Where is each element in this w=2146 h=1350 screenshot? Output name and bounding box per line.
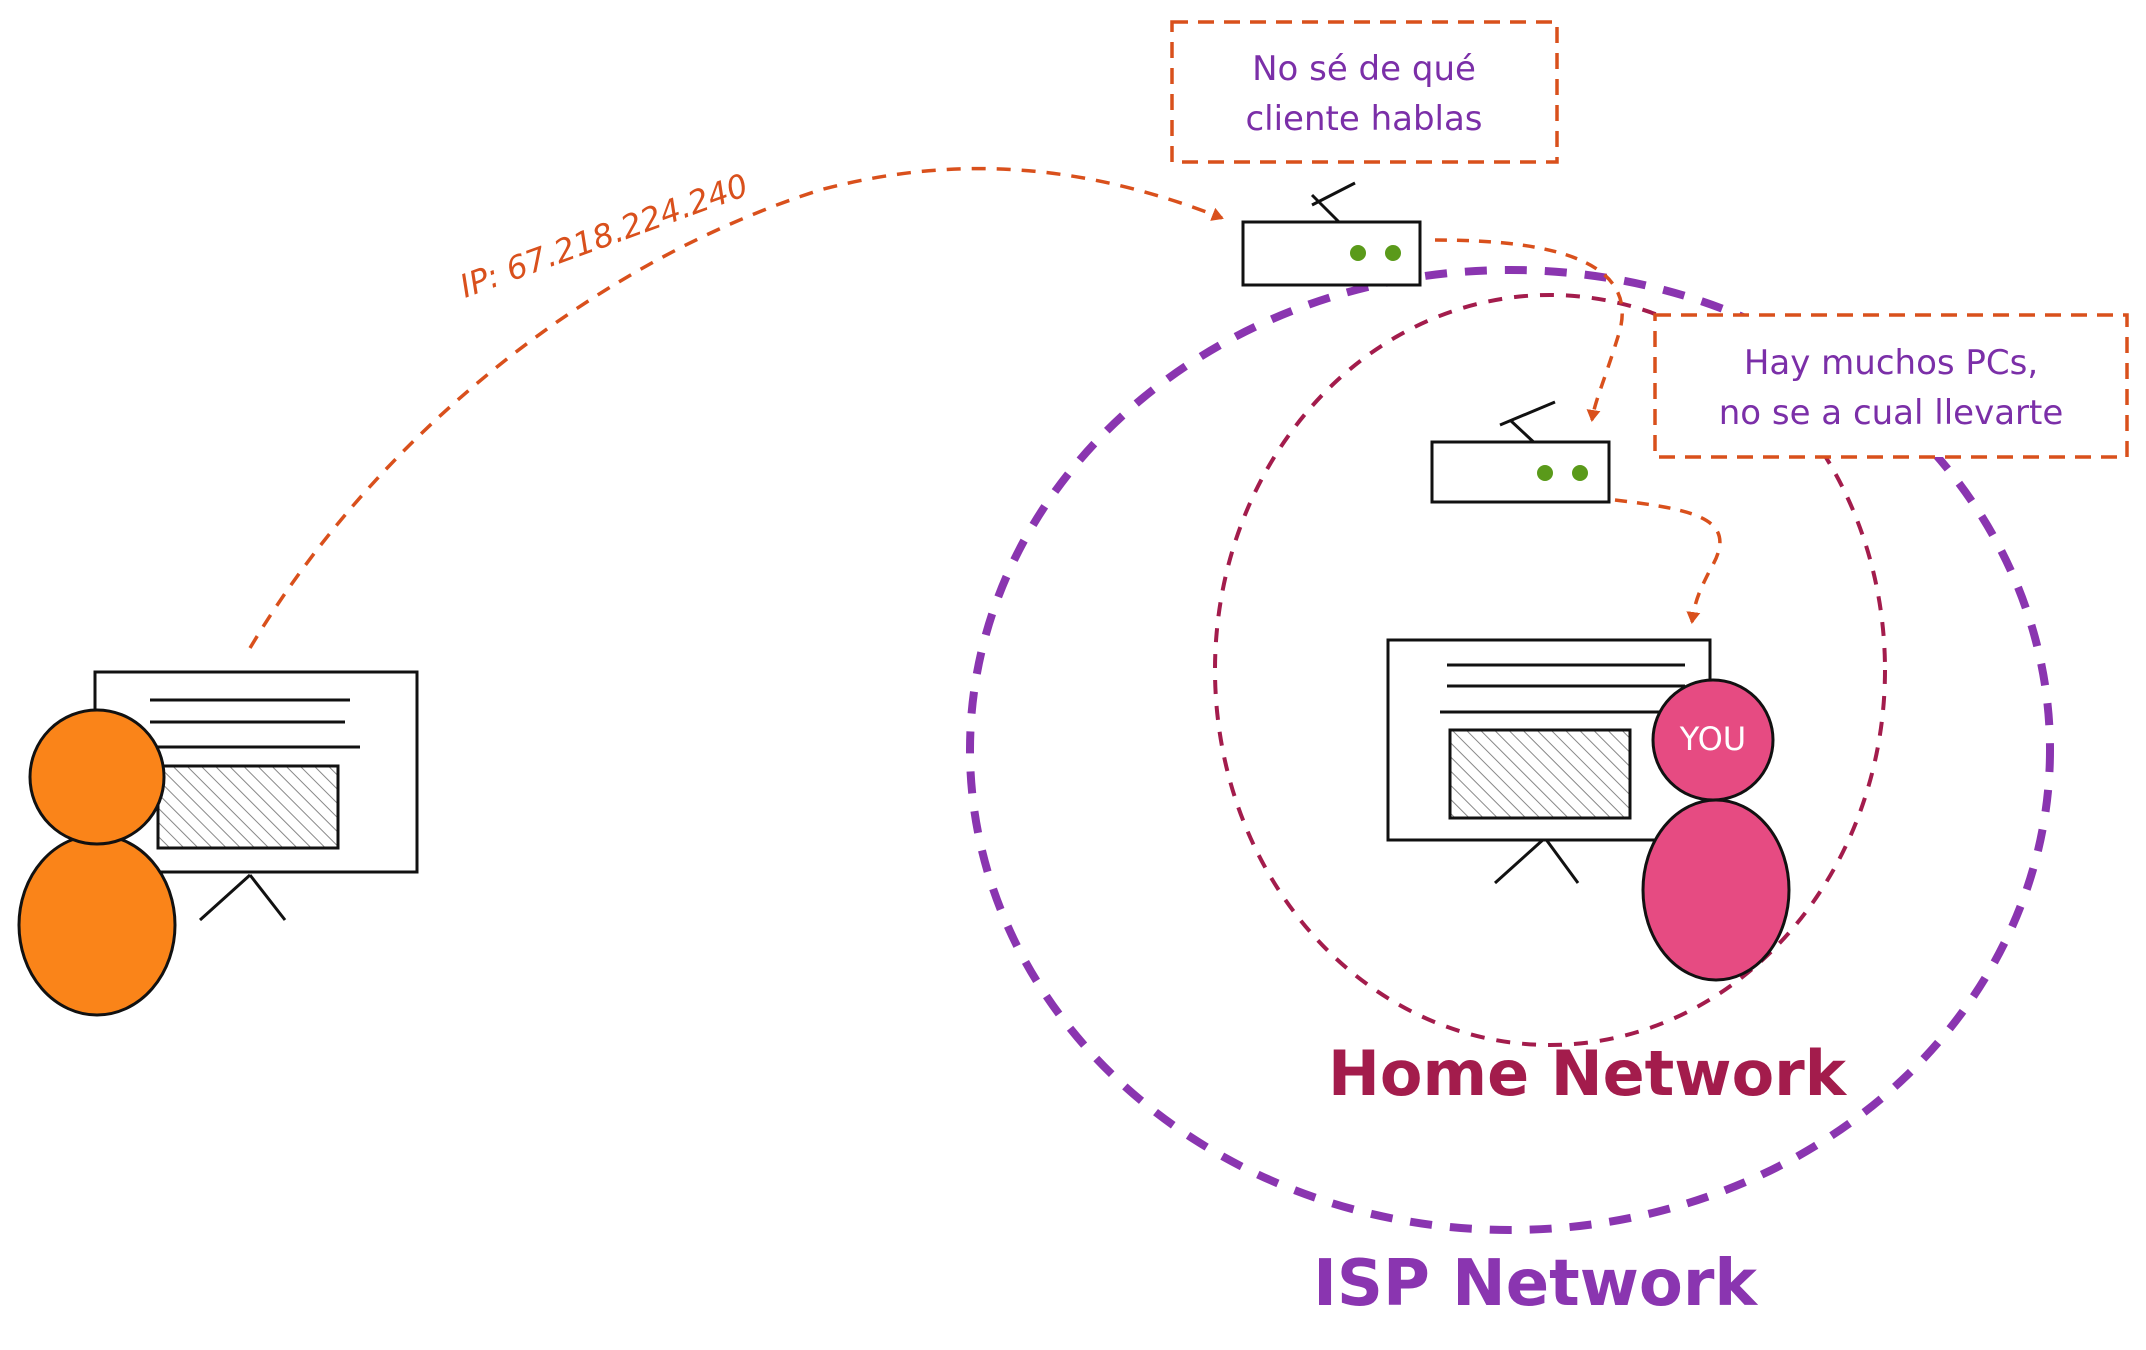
isp-router-led [1385, 245, 1401, 261]
you-head [1651, 678, 1775, 802]
home-router-led [1572, 465, 1588, 481]
home-router-note-line2: no se a cual llevarte [1719, 393, 2064, 433]
home-router [1430, 400, 1611, 504]
isp-router [1241, 181, 1422, 287]
isp-router-note-line2: cliente hablas [1245, 99, 1482, 139]
remote-user-head [28, 708, 166, 846]
you-figure: YOU [1641, 678, 1791, 982]
you-body [1641, 798, 1791, 982]
you-label: YOU [1679, 720, 1746, 758]
isp-router-led [1350, 245, 1366, 261]
home-computer [1386, 638, 1712, 885]
isp-network-boundary [966, 266, 2054, 1234]
isp-router-note: No sé de qué cliente hablas [1170, 20, 1559, 164]
remote-to-isp-arrow [248, 166, 1224, 649]
remote-user-body [17, 833, 177, 1017]
home-network-boundary [1213, 293, 1887, 1047]
isp-to-home-router-arrow [1434, 238, 1624, 422]
remote-computer [93, 670, 419, 922]
isp-router-note-line1: No sé de qué [1252, 49, 1476, 89]
isp-network-label: ISP Network [1313, 1247, 1758, 1321]
home-router-note-line1: Hay muchos PCs, [1744, 343, 2038, 383]
home-router-led [1537, 465, 1553, 481]
remote-user-figure [17, 708, 177, 1017]
home-router-note: Hay muchos PCs, no se a cual llevarte [1653, 313, 2129, 459]
home-network-label: Home Network [1328, 1037, 1848, 1110]
home-router-to-pc-arrow [1614, 498, 1722, 624]
